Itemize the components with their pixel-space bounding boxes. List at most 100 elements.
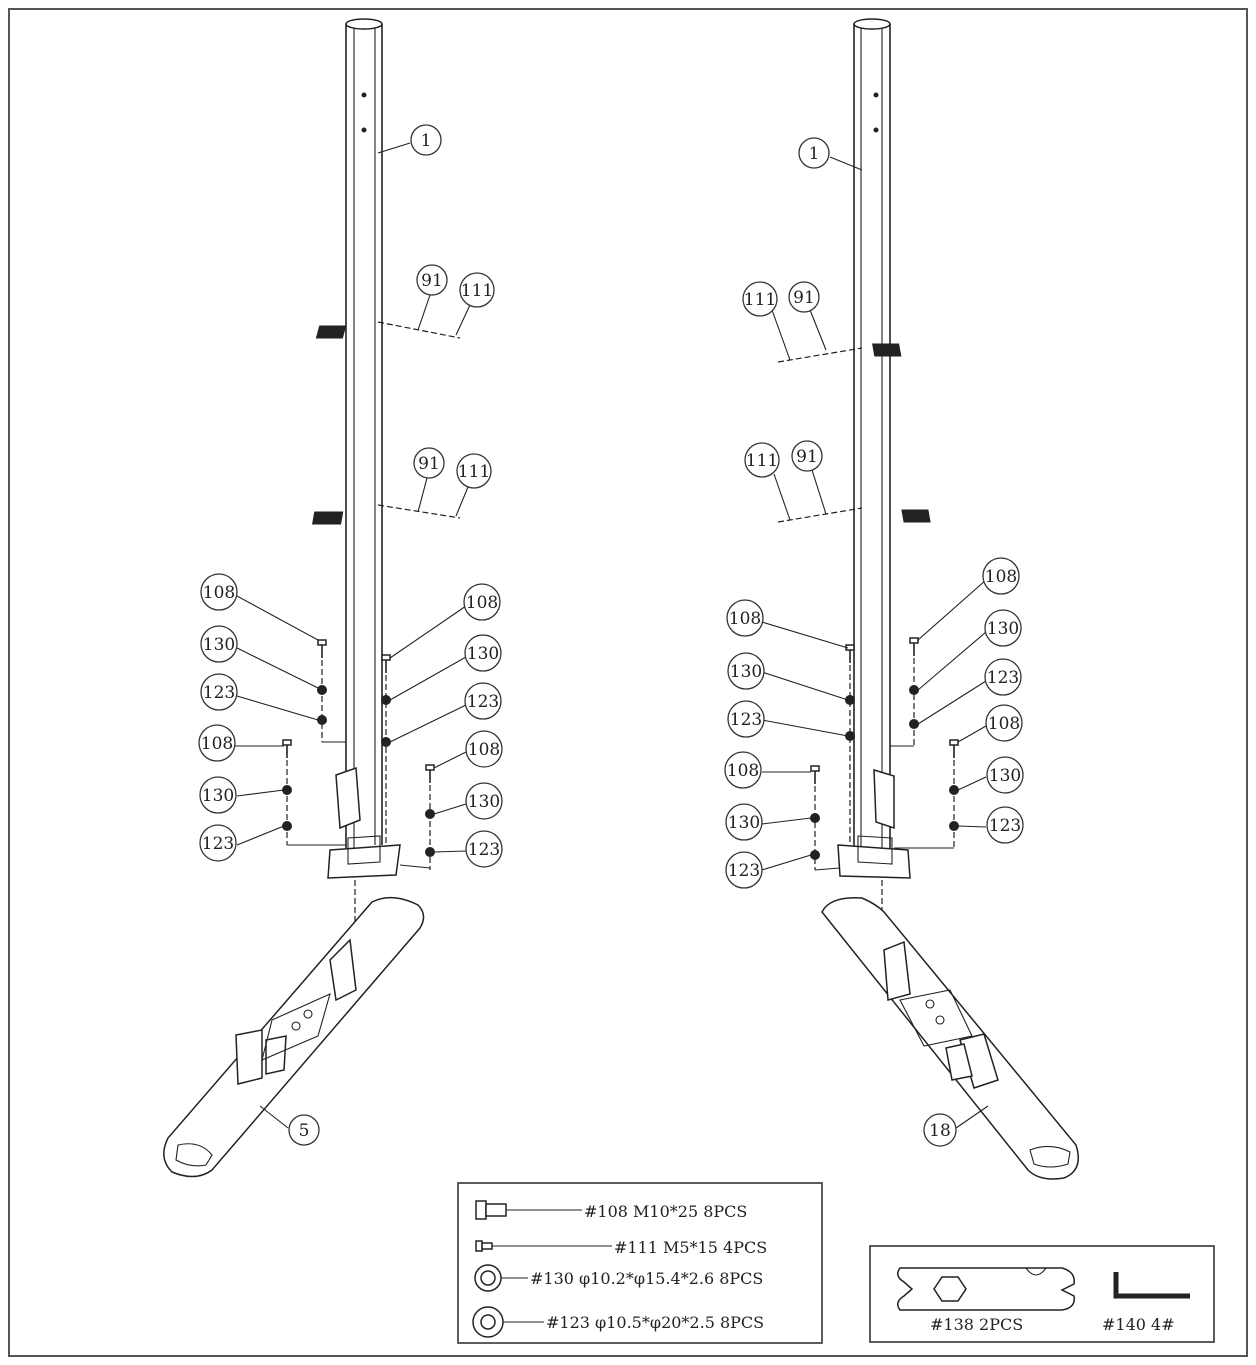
svg-text:111: 111 bbox=[461, 281, 493, 301]
left-lower-bracket bbox=[312, 504, 461, 525]
callout-bubble: 123 bbox=[984, 658, 1022, 696]
svg-text:123: 123 bbox=[989, 816, 1021, 836]
left-base-beam bbox=[163, 896, 425, 1178]
left-base-plate bbox=[327, 766, 401, 879]
screw-icon bbox=[475, 1240, 612, 1252]
callout-bubble: 123 bbox=[986, 806, 1024, 844]
callout-bubble: 123 bbox=[464, 682, 502, 720]
tools-legend: #138 2PCS #140 4# bbox=[869, 1245, 1215, 1343]
svg-text:111: 111 bbox=[458, 462, 490, 482]
svg-text:108: 108 bbox=[468, 740, 500, 760]
svg-text:130: 130 bbox=[987, 619, 1019, 639]
callout-bubble: 91 bbox=[788, 281, 820, 313]
svg-text:91: 91 bbox=[796, 447, 818, 467]
svg-text:91: 91 bbox=[421, 271, 443, 291]
right-lower-bracket bbox=[777, 507, 931, 523]
callout-bubble: 130 bbox=[986, 756, 1024, 794]
right-hardware-column-4 bbox=[810, 765, 841, 871]
left-upper-bracket bbox=[315, 321, 461, 339]
svg-text:123: 123 bbox=[987, 668, 1019, 688]
callout-bubble: 123 bbox=[727, 700, 765, 738]
callout-bubble: 5 bbox=[288, 1114, 320, 1146]
svg-text:123: 123 bbox=[468, 840, 500, 860]
svg-text:108: 108 bbox=[729, 609, 761, 629]
svg-text:130: 130 bbox=[730, 662, 762, 682]
callout-bubble: 91 bbox=[413, 447, 445, 479]
svg-text:91: 91 bbox=[418, 454, 440, 474]
svg-text:108: 108 bbox=[988, 714, 1020, 734]
callout-bubble: 108 bbox=[198, 724, 236, 762]
left-hardware-column-2 bbox=[282, 739, 346, 846]
callout-bubble: 123 bbox=[200, 673, 238, 711]
svg-text:108: 108 bbox=[985, 567, 1017, 587]
svg-text:91: 91 bbox=[793, 288, 815, 308]
svg-text:18: 18 bbox=[929, 1121, 951, 1141]
callout-bubble: 108 bbox=[465, 730, 503, 768]
callout-bubble: 111 bbox=[459, 272, 495, 308]
right-upright-post bbox=[853, 18, 891, 855]
right-hardware-column-2 bbox=[894, 739, 959, 849]
right-upright-assembly bbox=[777, 18, 1079, 1180]
callout-bubble: 111 bbox=[456, 453, 492, 489]
tool-legend-item: #138 2PCS bbox=[930, 1315, 1023, 1334]
right-base-beam bbox=[821, 897, 1079, 1180]
tool-legend-item: #140 4# bbox=[1102, 1315, 1175, 1334]
svg-text:108: 108 bbox=[466, 593, 498, 613]
left-hardware-column-3 bbox=[381, 654, 391, 845]
callouts-right: 1 111 91 111 91 108 130 123 108 130 123 … bbox=[724, 137, 1024, 1147]
callout-bubble: 18 bbox=[923, 1113, 957, 1147]
drawing-frame bbox=[8, 8, 1248, 1357]
svg-text:123: 123 bbox=[203, 683, 235, 703]
svg-text:130: 130 bbox=[203, 635, 235, 655]
callout-bubble: 108 bbox=[726, 599, 764, 637]
hardware-legend-item: #108 M10*25 8PCS bbox=[584, 1202, 747, 1221]
callouts-left: 1 91 111 91 111 108 130 123 108 130 123 … bbox=[198, 124, 503, 1146]
callout-bubble: 111 bbox=[744, 442, 780, 478]
callout-bubble: 108 bbox=[200, 573, 238, 611]
callout-bubble: 108 bbox=[724, 751, 762, 789]
washer-icon bbox=[474, 1264, 528, 1292]
callout-bubble: 91 bbox=[791, 440, 823, 472]
callout-bubble: 1 bbox=[410, 124, 442, 156]
hardware-legend-item: #123 φ10.5*φ20*2.5 8PCS bbox=[546, 1313, 764, 1332]
svg-text:108: 108 bbox=[201, 734, 233, 754]
svg-text:111: 111 bbox=[744, 290, 776, 310]
right-hardware-column-1 bbox=[890, 637, 919, 747]
hardware-legend-item: #130 φ10.2*φ15.4*2.6 8PCS bbox=[530, 1269, 763, 1288]
callout-bubble: 123 bbox=[725, 851, 763, 889]
svg-text:123: 123 bbox=[467, 692, 499, 712]
callout-bubble: 123 bbox=[199, 824, 237, 862]
wrench-icon bbox=[897, 1267, 1075, 1311]
callout-bubble: 91 bbox=[416, 264, 448, 296]
left-hardware-column-1 bbox=[317, 639, 346, 743]
left-upright-post bbox=[345, 18, 383, 850]
hardware-legend-item: #111 M5*15 4PCS bbox=[614, 1238, 767, 1257]
callout-bubble: 130 bbox=[727, 652, 765, 690]
right-hardware-column-3 bbox=[845, 644, 855, 845]
callout-bubble: 130 bbox=[200, 625, 238, 663]
svg-text:123: 123 bbox=[202, 834, 234, 854]
svg-text:130: 130 bbox=[728, 813, 760, 833]
callout-bubble: 111 bbox=[742, 281, 778, 317]
right-upper-bracket bbox=[777, 343, 902, 363]
svg-text:130: 130 bbox=[467, 644, 499, 664]
callout-bubble: 108 bbox=[463, 583, 501, 621]
hardware-legend: #108 M10*25 8PCS #111 M5*15 4PCS #130 φ1… bbox=[457, 1182, 823, 1344]
svg-text:108: 108 bbox=[727, 761, 759, 781]
callout-leaders bbox=[235, 142, 989, 1129]
callout-bubble: 123 bbox=[465, 830, 503, 868]
svg-text:1: 1 bbox=[809, 144, 820, 164]
left-upright-assembly bbox=[163, 18, 461, 1178]
svg-text:1: 1 bbox=[421, 131, 432, 151]
washer-icon bbox=[472, 1306, 544, 1338]
bolt-icon bbox=[475, 1200, 582, 1220]
callout-bubble: 130 bbox=[984, 609, 1022, 647]
callout-bubble: 108 bbox=[985, 704, 1023, 742]
svg-text:130: 130 bbox=[989, 766, 1021, 786]
svg-text:111: 111 bbox=[746, 451, 778, 471]
svg-text:5: 5 bbox=[299, 1121, 310, 1141]
left-hardware-column-4 bbox=[399, 764, 435, 870]
svg-text:108: 108 bbox=[203, 583, 235, 603]
svg-text:123: 123 bbox=[730, 710, 762, 730]
